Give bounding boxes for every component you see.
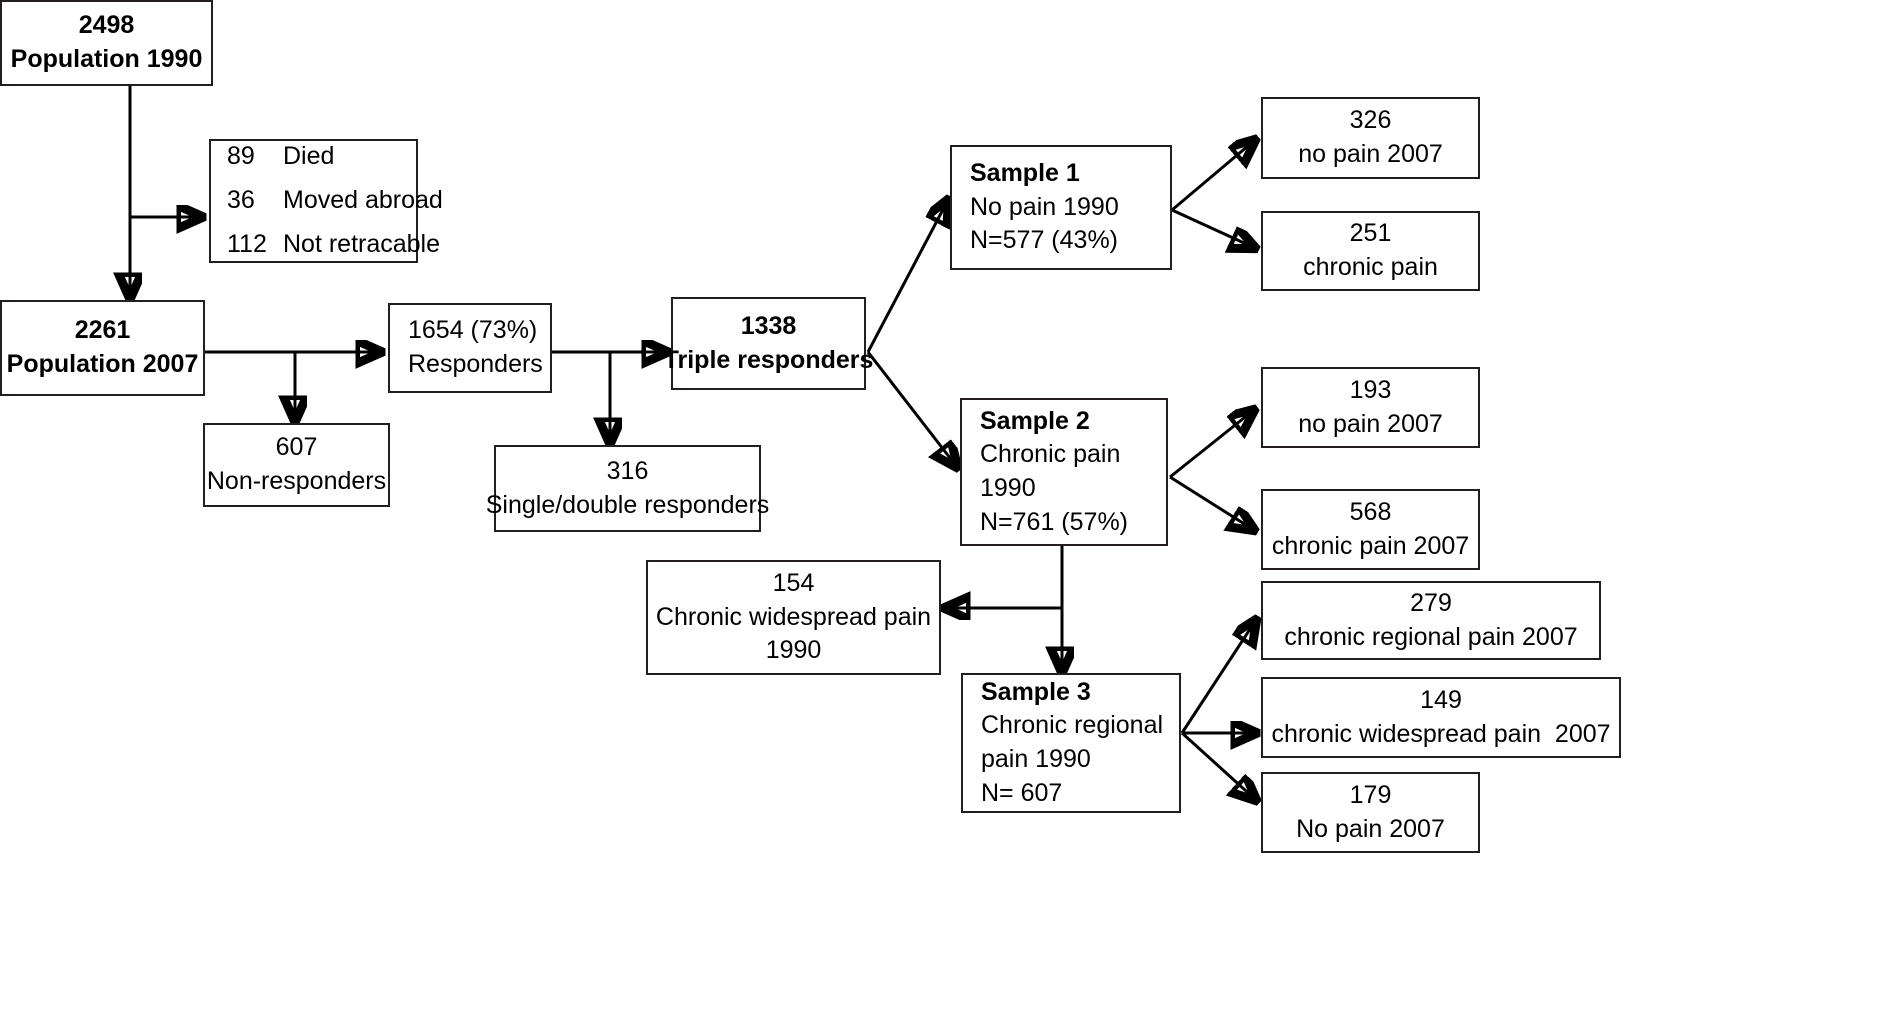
node-non-responders[interactable]: 607 Non-responders [203, 423, 390, 507]
node-sample1-chronic-pain-label: chronic pain [1303, 253, 1438, 281]
node-chronic-widespread-pain-1990[interactable]: 154 Chronic widespread pain 1990 [646, 560, 941, 675]
node-losses-notretracable-label: Not retracable [283, 229, 441, 258]
node-losses-notretracable-count: 112 [227, 229, 267, 258]
node-cwp-1990-year: 1990 [765, 636, 822, 665]
node-sample-2-line4: N=761 (57%) [980, 507, 1128, 536]
node-sample-3-line3: pain 1990 [981, 745, 1091, 773]
node-losses[interactable]: 89 Died 36 Moved abroad 112 Not retracab… [209, 139, 443, 263]
node-sample3-chronic-regional-pain-2007[interactable]: 279 chronic regional pain 2007 [1261, 581, 1601, 660]
node-sample1-chronic-pain-count: 251 [1349, 219, 1392, 248]
node-losses-row-moved: 36 Moved abroad [227, 179, 443, 223]
edge-triple-to-sample1 [866, 200, 948, 353]
node-population-1990-line2: Population 1990 [10, 45, 203, 73]
node-responders-label: Responders [408, 350, 543, 378]
node-sample-1[interactable]: Sample 1 No pain 1990 N=577 (43%) [950, 145, 1172, 270]
node-non-responders-count: 607 [275, 433, 318, 462]
node-losses-row-died: 89 Died [227, 135, 416, 179]
node-population-2007[interactable]: 2261 Population 2007 [0, 300, 205, 396]
node-sample3-crp-2007-label: chronic regional pain 2007 [1284, 622, 1578, 651]
node-sample3-cwp-2007-count: 149 [1420, 685, 1462, 714]
node-sample-1-line2: No pain 1990 [970, 192, 1119, 221]
node-sample1-no-pain-2007[interactable]: 326 no pain 2007 [1261, 97, 1480, 179]
node-population-1990-line1: 2498 [78, 11, 135, 40]
node-sample-3-line4: N= 607 [981, 778, 1063, 807]
node-sample-2-line3: 1990 [980, 474, 1036, 502]
node-population-2007-line1: 2261 [74, 316, 131, 345]
node-sample1-no-pain-2007-label: no pain 2007 [1298, 140, 1443, 168]
node-cwp-1990-label: Chronic widespread pain [655, 602, 932, 631]
edge-sample3-to-crp2007 [1180, 620, 1256, 734]
node-triple-responders-label: Triple responders [663, 345, 874, 374]
node-responders-count: 1654 (73%) [408, 316, 538, 345]
node-sample-3-line2: Chronic regional [981, 711, 1164, 740]
node-sample3-no-pain-2007-label: No pain 2007 [1296, 814, 1445, 843]
node-sample2-chronic-pain-2007-label: chronic pain 2007 [1271, 531, 1470, 560]
node-triple-responders[interactable]: 1338 Triple responders [664, 297, 873, 390]
edge-triple-to-sample2 [866, 351, 957, 467]
node-sample2-chronic-pain-2007-count: 568 [1349, 497, 1392, 526]
node-single-double-responders[interactable]: 316 Single/double responders [486, 445, 769, 532]
node-sample3-chronic-widespread-pain-2007[interactable]: 149 chronic widespread pain 2007 [1261, 677, 1621, 758]
node-sample-1-line3: N=577 (43%) [970, 226, 1118, 255]
node-population-1990[interactable]: 2498 Population 1990 [0, 0, 213, 86]
node-sample2-no-pain-2007-label: no pain 2007 [1298, 409, 1443, 438]
edge-sample2-to-chronicpain2007 [1169, 475, 1254, 530]
node-sample-2[interactable]: Sample 2 Chronic pain 1990 N=761 (57%) [960, 398, 1168, 546]
node-sample3-no-pain-2007-count: 179 [1349, 780, 1392, 809]
node-non-responders-label: Non-responders [206, 467, 387, 495]
node-sample1-chronic-pain[interactable]: 251 chronic pain [1261, 211, 1480, 291]
node-losses-died-count: 89 [227, 142, 255, 171]
node-sample3-cwp-2007-label: chronic widespread pain 2007 [1271, 719, 1611, 748]
edge-sample3-to-nopain2007 [1180, 731, 1256, 800]
node-single-double-label: Single/double responders [485, 490, 770, 519]
node-sample2-no-pain-2007-count: 193 [1349, 375, 1392, 404]
node-triple-responders-count: 1338 [740, 311, 797, 340]
node-sample1-no-pain-2007-count: 326 [1349, 106, 1392, 135]
edge-sample1-to-nopain2007 [1171, 140, 1255, 212]
node-losses-moved-label: Moved abroad [283, 186, 443, 215]
node-sample-2-line2: Chronic pain [980, 440, 1121, 469]
node-sample-3-title: Sample 3 [981, 677, 1091, 706]
node-responders[interactable]: 1654 (73%) Responders [388, 303, 552, 393]
node-sample3-no-pain-2007[interactable]: 179 No pain 2007 [1261, 772, 1480, 853]
node-losses-row-notretracable: 112 Not retracable [227, 223, 440, 267]
node-losses-moved-count: 36 [227, 186, 255, 215]
node-cwp-1990-count: 154 [772, 568, 815, 597]
node-sample2-no-pain-2007[interactable]: 193 no pain 2007 [1261, 367, 1480, 448]
node-sample-2-title: Sample 2 [980, 406, 1090, 435]
node-sample-1-title: Sample 1 [970, 158, 1080, 187]
node-sample-3[interactable]: Sample 3 Chronic regional pain 1990 N= 6… [961, 673, 1181, 813]
node-sample3-crp-2007-count: 279 [1410, 588, 1452, 617]
node-losses-died-label: Died [283, 142, 335, 171]
node-single-double-count: 316 [606, 456, 649, 485]
node-sample2-chronic-pain-2007[interactable]: 568 chronic pain 2007 [1261, 489, 1480, 570]
edge-sample2-to-nopain2007 [1169, 410, 1254, 479]
node-population-2007-line2: Population 2007 [6, 350, 199, 378]
edge-sample1-to-chronicpain [1171, 208, 1255, 248]
